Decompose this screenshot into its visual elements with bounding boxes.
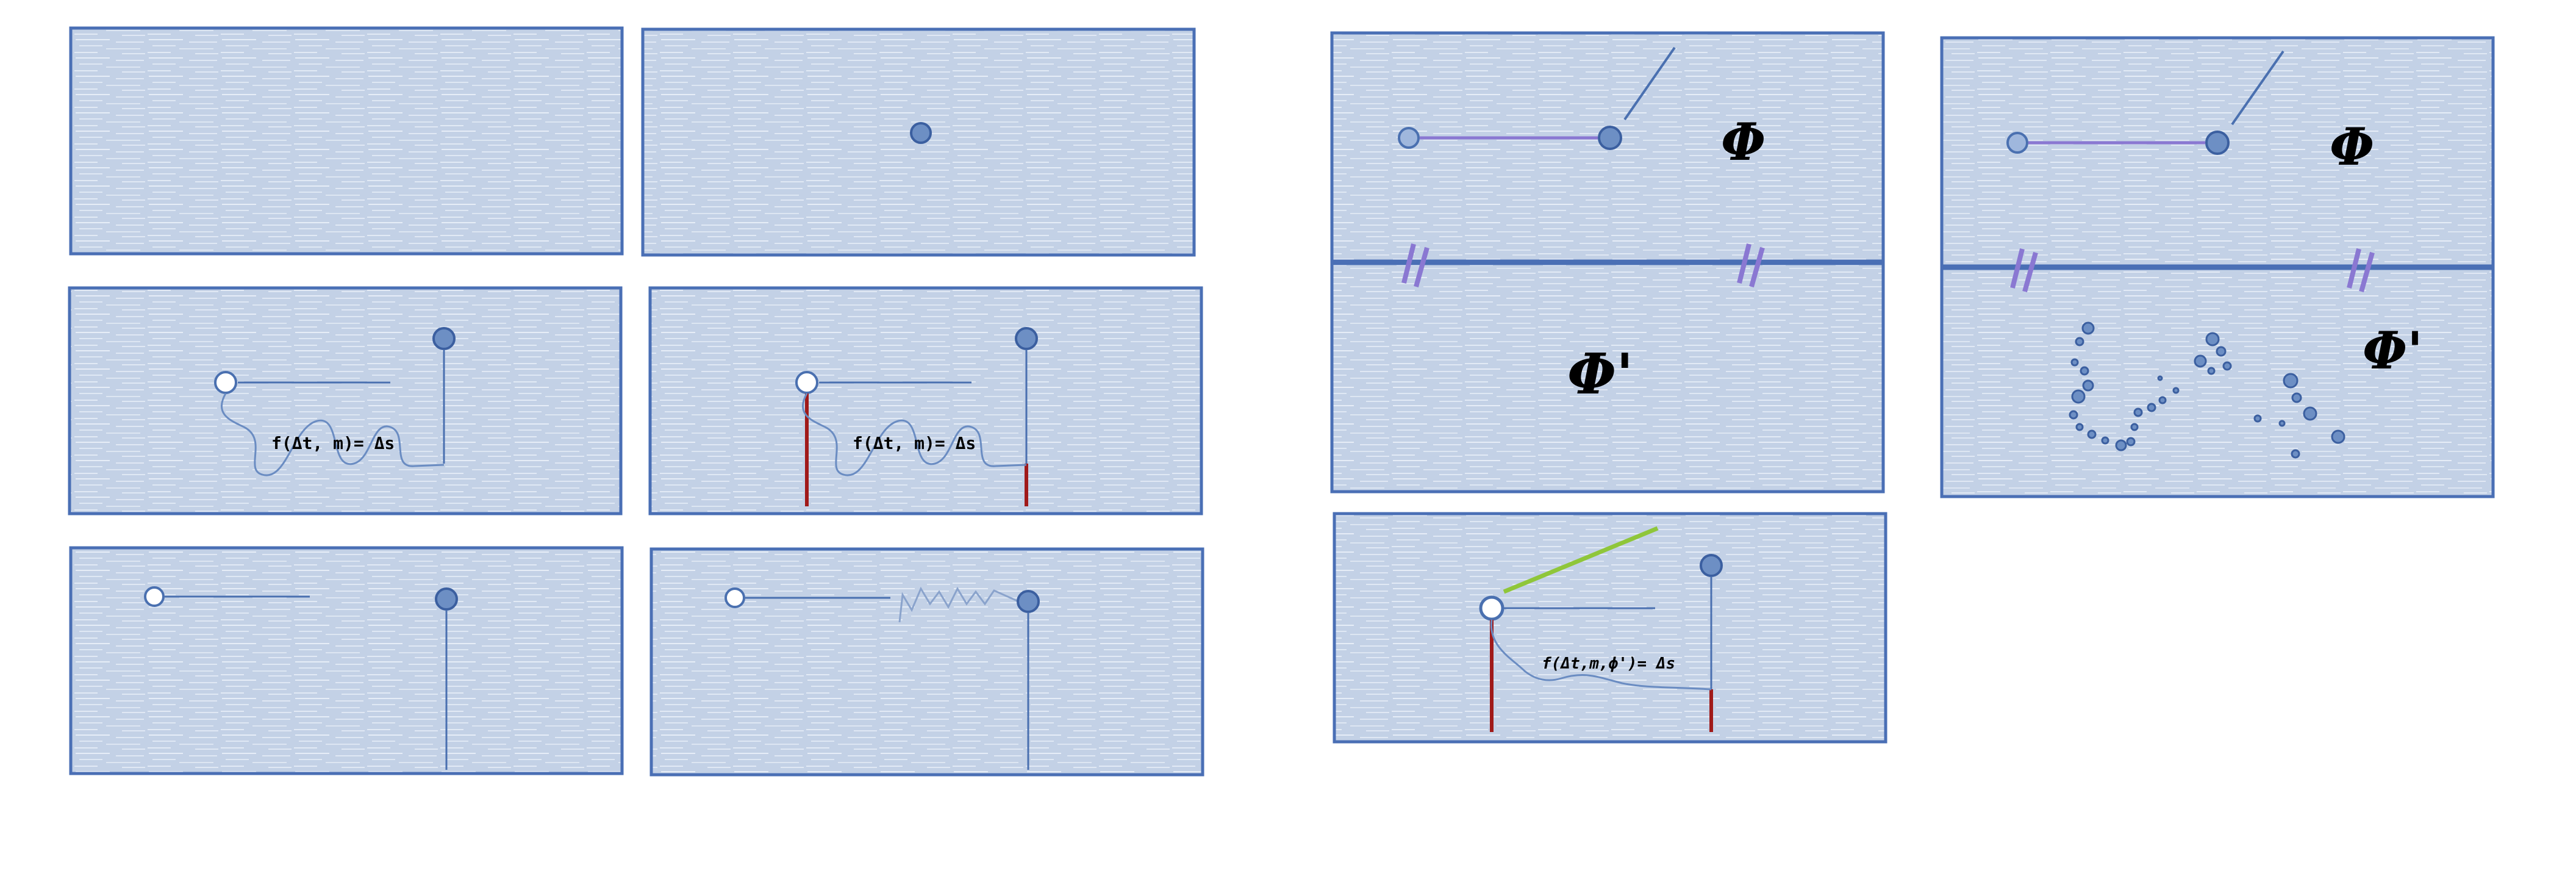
panel-wave-equation-red: f(Δt, m)= Δs — [648, 286, 1203, 515]
panel-phi-prime-right: Φ' — [1940, 267, 2495, 498]
particle-open — [1479, 595, 1504, 621]
particle-open — [144, 586, 165, 607]
particle-filled — [1015, 327, 1038, 350]
particle-filled — [910, 122, 932, 144]
panel-phi-prime-mid: Φ' — [1330, 262, 1885, 494]
particle-open — [214, 371, 237, 394]
particle-filled — [435, 587, 458, 611]
particle-filled — [1700, 554, 1723, 577]
panel-empty — [69, 26, 624, 256]
wave-curve — [221, 393, 445, 476]
equation-label: f(Δt, m)= Δs — [853, 433, 976, 453]
parallel-marks-right — [2010, 248, 2375, 293]
green-line — [1503, 526, 1659, 594]
particle-filled — [1598, 126, 1622, 150]
particle-filled-small — [2006, 132, 2028, 154]
panel-track-vertical — [69, 546, 624, 775]
particle-filled — [2205, 131, 2230, 155]
panel-phi-equation: f(Δt,m,ϕ')= Δs — [1333, 512, 1887, 744]
wave-curve — [1490, 619, 1712, 691]
equation-label: f(Δt,m,ϕ')= Δs — [1542, 655, 1675, 673]
parallel-marks-overlay — [1401, 243, 1765, 288]
particle-filled-small — [1398, 127, 1420, 149]
scattered-particles — [2069, 321, 2345, 459]
phi-label: Φ — [1721, 112, 1766, 172]
panel-single-particle — [641, 27, 1196, 257]
panel-phi-mid: Φ — [1330, 31, 1885, 263]
angled-line — [1623, 46, 1676, 121]
panel-phi-right: Φ — [1940, 36, 2495, 268]
phi-prime-label: Φ' — [2363, 320, 2423, 381]
panel-track-zigzag — [649, 547, 1204, 777]
wave-curve — [802, 393, 1027, 476]
particle-filled — [432, 327, 456, 350]
zigzag-line — [898, 586, 1018, 623]
particle-open — [724, 587, 745, 608]
panel-wave-equation: f(Δt, m)= Δs — [68, 286, 623, 515]
equation-label: f(Δt, m)= Δs — [271, 433, 395, 453]
angled-line — [2231, 50, 2284, 126]
particle-open — [795, 371, 818, 394]
phi-prime-label: Φ' — [1567, 341, 1633, 407]
particle-filled — [1017, 590, 1040, 613]
phi-label: Φ — [2330, 117, 2374, 177]
